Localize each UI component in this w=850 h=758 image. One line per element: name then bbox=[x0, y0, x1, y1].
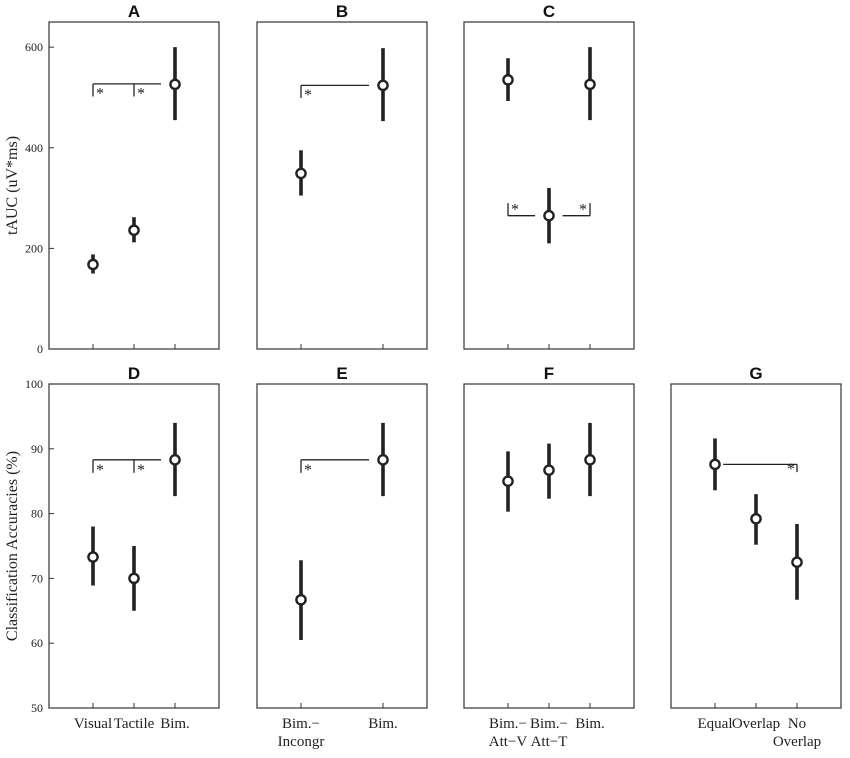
x-tick-label: Equal bbox=[698, 716, 733, 732]
x-tick-label: Bim.− bbox=[489, 716, 527, 732]
panel-title: B bbox=[336, 2, 348, 21]
x-tick-label: Att−V bbox=[489, 734, 528, 750]
x-tick-label: Visual bbox=[74, 716, 112, 732]
mean-point bbox=[87, 258, 99, 271]
panel-title: F bbox=[544, 364, 554, 383]
x-tick-label: Att−T bbox=[531, 734, 568, 750]
x-tick-label: Tactile bbox=[114, 716, 155, 732]
x-tick-label: No bbox=[788, 716, 806, 732]
mean-point bbox=[502, 74, 514, 86]
x-tick-label: Bim. bbox=[575, 716, 605, 732]
x-tick-label: Bim. bbox=[160, 716, 190, 732]
mean-point bbox=[791, 556, 803, 569]
mean-point bbox=[169, 78, 181, 91]
panel-B: B* bbox=[256, 2, 428, 350]
mean-point bbox=[584, 454, 596, 466]
significance-star: * bbox=[787, 461, 795, 478]
mean-point bbox=[543, 464, 555, 476]
significance-star: * bbox=[304, 87, 312, 104]
mean-point bbox=[295, 167, 307, 180]
mean-point bbox=[584, 78, 596, 91]
y-tick-label: 80 bbox=[31, 507, 43, 521]
mean-point bbox=[87, 551, 99, 563]
panel-frame bbox=[256, 383, 428, 709]
significance-star: * bbox=[304, 462, 312, 479]
mean-point bbox=[169, 454, 181, 466]
panel-frame bbox=[463, 21, 635, 350]
panel-frame bbox=[256, 21, 428, 350]
y-tick-label: 100 bbox=[25, 377, 43, 391]
x-tick-label: Bim. bbox=[368, 716, 398, 732]
significance-star: * bbox=[579, 202, 587, 219]
mean-point bbox=[128, 224, 140, 237]
x-tick-label: Incongr bbox=[278, 734, 325, 750]
mean-point bbox=[502, 475, 514, 488]
panel-C: C * * bbox=[463, 2, 635, 350]
panel-title: G bbox=[749, 364, 762, 383]
panel-frame bbox=[463, 383, 635, 709]
y-tick-label: 400 bbox=[25, 141, 43, 155]
y-tick-label: 600 bbox=[25, 40, 43, 54]
panel-title: D bbox=[128, 364, 140, 383]
x-tick-label: Overlap bbox=[773, 734, 821, 750]
y-axis-title: Classification Accuracies (%) bbox=[4, 451, 21, 641]
panel-title: A bbox=[128, 2, 140, 21]
x-tick-label: Bim.− bbox=[530, 716, 568, 732]
significance-star: * bbox=[137, 85, 145, 102]
significance-star: * bbox=[96, 85, 104, 102]
significance-star: * bbox=[137, 462, 145, 479]
y-tick-label: 50 bbox=[31, 701, 43, 715]
panel-frame bbox=[48, 21, 220, 350]
panel-A: A * * bbox=[48, 2, 220, 350]
y-tick-label: 60 bbox=[31, 636, 43, 650]
mean-point bbox=[750, 512, 762, 525]
mean-point bbox=[295, 593, 307, 606]
significance-star: * bbox=[96, 462, 104, 479]
panel-frame bbox=[670, 383, 842, 709]
mean-point bbox=[377, 454, 389, 466]
panel-E: E Bim.− Incongr Bim. * bbox=[256, 364, 428, 750]
y-axis-title: tAUC (uV*ms) bbox=[4, 136, 21, 235]
y-tick-label: 200 bbox=[25, 241, 43, 255]
panel-title: E bbox=[336, 364, 347, 383]
panel-title: C bbox=[543, 2, 555, 21]
y-tick-label: 70 bbox=[31, 571, 43, 585]
mean-point bbox=[709, 458, 721, 471]
significance-star: * bbox=[511, 202, 519, 219]
y-tick-label: 0 bbox=[37, 342, 43, 356]
x-tick-label: Bim.− bbox=[282, 716, 320, 732]
mean-point bbox=[377, 79, 389, 92]
mean-point bbox=[128, 572, 140, 585]
mean-point bbox=[543, 209, 555, 222]
x-tick-label: Overlap bbox=[732, 716, 780, 732]
y-tick-label: 90 bbox=[31, 442, 43, 456]
